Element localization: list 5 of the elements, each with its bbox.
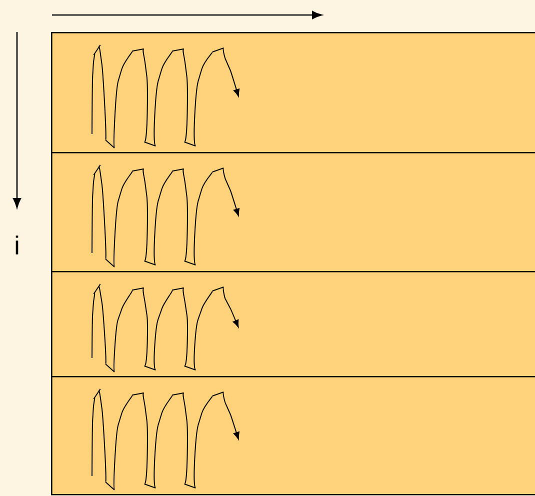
band: [51, 152, 535, 272]
band: [51, 376, 535, 496]
axis-label: i: [16, 236, 18, 254]
band: [51, 32, 535, 154]
band: [51, 271, 535, 378]
